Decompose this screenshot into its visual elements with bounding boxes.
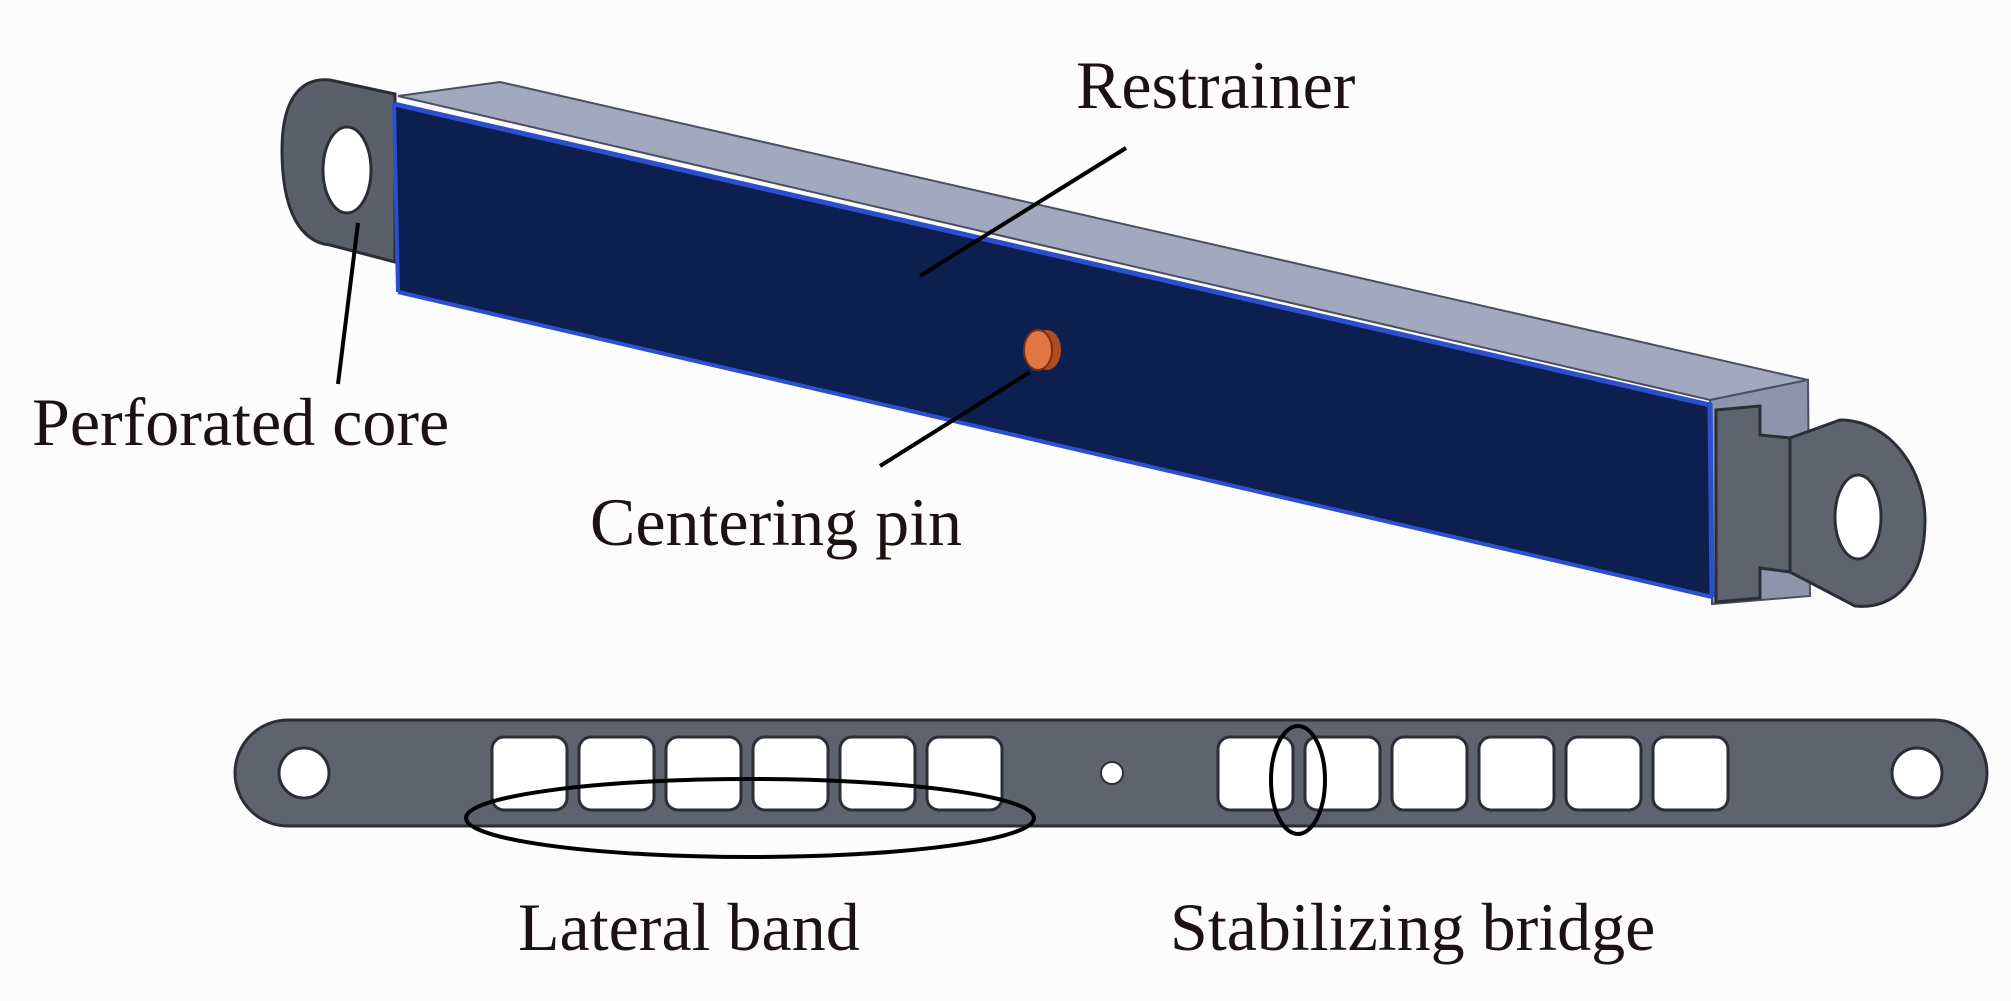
perforation — [1390, 735, 1469, 812]
stabilizing-bridge-marker — [1269, 724, 1327, 836]
perforation — [1477, 735, 1556, 812]
perforated-core-leader — [336, 222, 360, 385]
core-end-hole-right — [1833, 473, 1883, 561]
perforation — [838, 735, 917, 812]
centering-pin-leader — [878, 370, 1032, 468]
restrainer-edge-left — [392, 103, 400, 293]
label-restrainer: Restrainer — [1076, 47, 1356, 123]
perforation — [1651, 735, 1730, 812]
leader-lines — [336, 146, 1128, 468]
perforation — [751, 735, 830, 812]
label-centering-pin: Centering pin — [590, 484, 962, 560]
core-plate-end-hole-left — [277, 746, 331, 800]
lateral-band-marker — [464, 777, 1036, 859]
perforation — [664, 735, 743, 812]
label-stabilizing-bridge: Stabilizing bridge — [1170, 889, 1655, 965]
core-end-hole-left — [321, 125, 373, 215]
perforated-core-left-end — [280, 78, 397, 264]
perforation — [1564, 735, 1643, 812]
brace-assembly — [280, 78, 1927, 608]
restrainer-edge-top — [393, 101, 1715, 598]
centering-pin — [1023, 329, 1061, 371]
core-plate-pin-hole — [1100, 761, 1124, 785]
perforation-group-left — [490, 735, 1004, 812]
perforation — [577, 735, 656, 812]
perforation — [1303, 735, 1382, 812]
label-perforated-core: Perforated core — [32, 384, 449, 460]
restrainer-leader — [918, 146, 1128, 278]
perforation — [1216, 735, 1295, 812]
restrainer-edge-bottom — [397, 290, 1713, 599]
perforated-core-plate — [233, 718, 1989, 828]
core-plate-end-hole-right — [1890, 746, 1944, 800]
perforated-core-right-end — [1714, 404, 1927, 608]
label-lateral-band: Lateral band — [518, 889, 860, 965]
